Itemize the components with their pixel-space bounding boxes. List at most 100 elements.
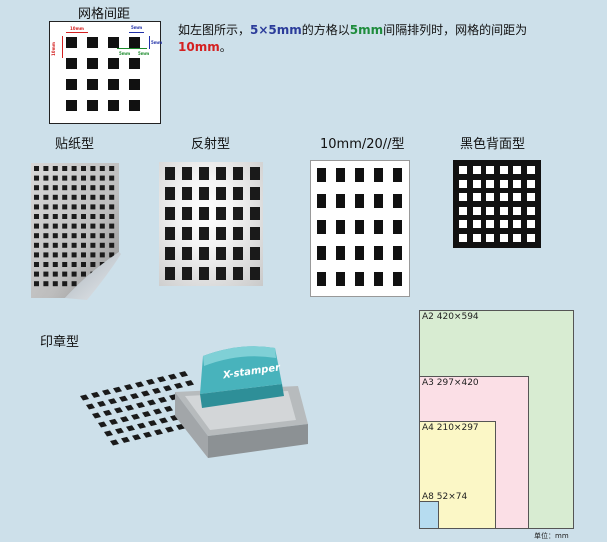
sticker-square	[52, 194, 58, 200]
black-back-square	[459, 233, 467, 242]
sticker-square	[52, 214, 58, 219]
grid-square	[108, 100, 119, 111]
reflective-square	[165, 167, 175, 180]
grid10-square	[336, 220, 345, 234]
sticker-square	[109, 214, 115, 219]
sticker-square	[99, 252, 105, 258]
grid10-type-sample	[310, 160, 410, 297]
sticker-square	[34, 233, 39, 239]
sticker-square	[43, 233, 49, 239]
sticker-square	[52, 185, 58, 191]
sticker-square	[81, 252, 86, 258]
stamp-imprint-square	[131, 413, 140, 420]
reflective-type-sample	[159, 162, 263, 286]
black-back-square	[499, 233, 508, 242]
reflective-square	[250, 227, 260, 240]
dim-line-square	[129, 32, 144, 33]
sticker-square	[90, 233, 96, 239]
dim-spacing-label: 10mm	[70, 26, 84, 31]
sticker-square	[62, 271, 68, 277]
reflective-square	[182, 187, 192, 200]
reflective-square	[182, 267, 192, 280]
grid-square	[108, 37, 119, 48]
sticker-type-sample	[31, 163, 121, 300]
reflective-square	[216, 247, 226, 260]
sticker-square	[71, 194, 77, 200]
sticker-square	[62, 185, 68, 191]
dim-line-square-v	[149, 36, 150, 49]
dim-square-vertical-label: 5mm	[151, 40, 163, 45]
grid-square	[87, 100, 98, 111]
black-back-square	[472, 166, 481, 174]
sticker-square	[81, 242, 86, 248]
reflective-square	[199, 267, 209, 280]
black-back-square	[459, 179, 467, 188]
sticker-square	[71, 233, 77, 239]
grid10-square	[374, 246, 383, 260]
reflective-square	[250, 167, 260, 180]
reflective-square	[233, 267, 243, 280]
dim-square-label: 5mm	[131, 25, 143, 30]
type-label-reflective: 反射型	[191, 137, 231, 152]
stamp-base-side	[208, 424, 308, 458]
stamp-imprint-square	[125, 404, 134, 411]
grid10-square	[317, 194, 326, 208]
sticker-square	[99, 166, 105, 171]
black-back-square	[472, 193, 481, 201]
grid10-square	[393, 168, 402, 182]
reflective-square	[165, 207, 175, 220]
stamp-imprint-square	[163, 385, 172, 392]
sticker-square	[52, 271, 58, 277]
grid-square	[129, 37, 140, 48]
sticker-square	[99, 204, 105, 210]
grid10-square	[355, 168, 364, 182]
sticker-square	[81, 204, 86, 210]
sticker-square	[109, 185, 115, 191]
type-label-sticker: 贴纸型	[55, 137, 95, 152]
sticker-square	[62, 281, 68, 287]
stamp-imprint-square	[115, 427, 124, 434]
stamp-imprint-square	[98, 421, 107, 428]
dim-gap-label-2: 5mm	[138, 51, 150, 56]
stamp-imprint-square	[164, 405, 173, 412]
stamp-imprint-square	[110, 439, 119, 446]
reflective-square	[182, 167, 192, 180]
stamp-imprint-square	[135, 381, 144, 388]
reflective-square	[199, 227, 209, 240]
stamp-imprint-square	[157, 376, 166, 383]
sticker-square	[34, 204, 39, 210]
stamp-imprint-square	[168, 373, 177, 380]
sticker-square	[81, 214, 86, 219]
stamp-imprint-square	[103, 409, 112, 416]
grid-square	[66, 37, 77, 48]
grid10-square	[393, 246, 402, 260]
sticker-square	[81, 262, 86, 267]
stamp-illustration: X-stamper	[80, 346, 308, 458]
black-back-square	[513, 206, 521, 215]
grid-square	[129, 100, 140, 111]
sticker-square	[52, 262, 58, 267]
sticker-square	[90, 262, 96, 267]
stamp-imprint-square	[137, 422, 146, 429]
type-label-grid10: 10mm/20//型	[320, 137, 405, 152]
stamp-imprint-square	[132, 434, 141, 441]
dim-line-spacing	[66, 32, 88, 33]
sticker-square	[62, 262, 68, 267]
sticker-square	[71, 223, 77, 229]
black-back-square	[526, 193, 535, 201]
desc-end: 。	[219, 40, 232, 54]
reflective-square	[250, 207, 260, 220]
stamp-imprint-square	[126, 425, 135, 432]
stamp-type-label: 印章型	[40, 335, 80, 350]
sticker-square	[99, 233, 105, 239]
stamp-imprint-square	[141, 390, 150, 397]
black-back-square	[513, 193, 521, 201]
sticker-square	[43, 242, 49, 248]
sticker-square	[62, 166, 68, 171]
sticker-square	[43, 214, 49, 219]
sticker-square	[34, 242, 39, 248]
stamp-imprint-square	[174, 382, 183, 389]
black-back-square	[486, 206, 494, 215]
grid10-square	[336, 246, 345, 260]
black-back-square	[499, 179, 508, 188]
